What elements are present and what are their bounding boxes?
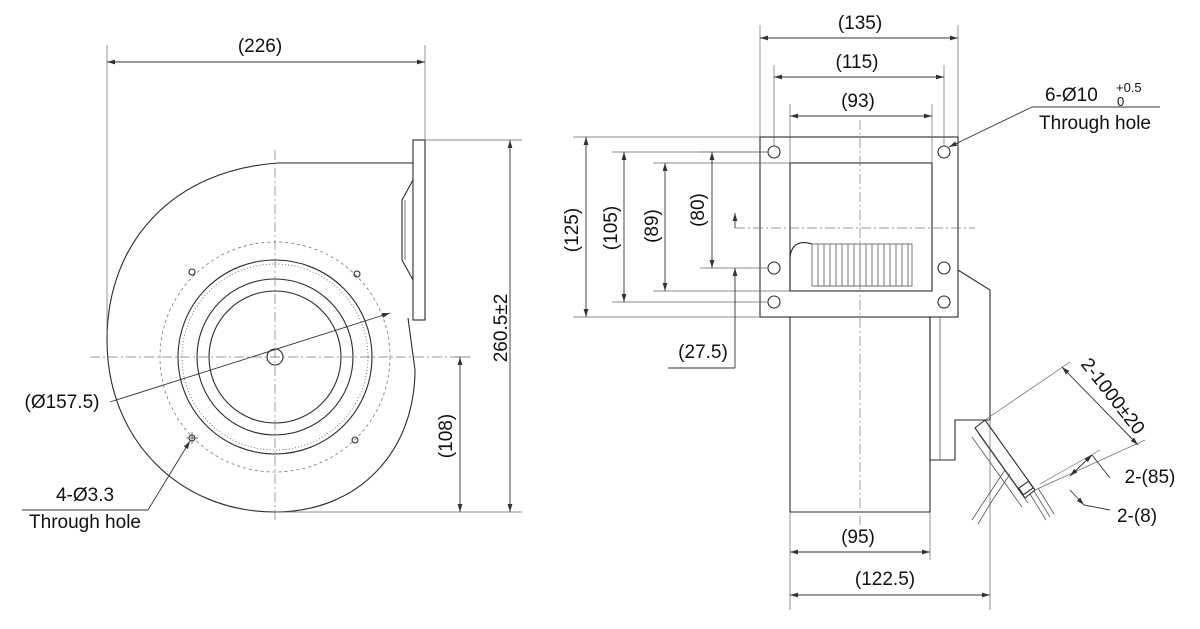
dim-lead-tip-label: 2-(8): [1117, 506, 1157, 527]
mount-hole-2: [353, 270, 361, 278]
dim-diameter-label: (Ø157.5): [25, 392, 100, 413]
motor-box: [929, 269, 991, 461]
flange-hole-tol-lower: 0: [1117, 94, 1124, 109]
lead-wires: [971, 419, 1055, 525]
dim-lead-strip-label: 2-(85): [1125, 467, 1176, 488]
dim-height-holes-label: (105): [601, 206, 622, 250]
dim-overall-depth-label: (122.5): [855, 569, 915, 590]
dim-width-holes-label: (115): [836, 52, 879, 73]
front-view: (226) 260.5±2 (108) (Ø157.5) 4-Ø3.3 Thro…: [22, 36, 522, 533]
dim-center-height-label: (108): [436, 414, 457, 458]
flange-hole-tol-upper: +0.5: [1116, 80, 1142, 95]
dim-height-opening-label: (89): [642, 209, 663, 243]
diameter-leader: [109, 312, 391, 403]
mount-hole-qty-label: 4-Ø3.3: [56, 485, 114, 506]
mount-hole-3: [351, 436, 359, 444]
flange-hole-note-label: Through hole: [1039, 113, 1151, 134]
dim-height-label: 260.5±2: [491, 294, 512, 363]
dim-height-inner-label: (80): [688, 193, 709, 227]
flange-plate: [759, 136, 959, 318]
impeller-blades: [811, 243, 913, 287]
dim-width-inner-label: (93): [841, 91, 875, 112]
mount-hole-note-label: Through hole: [29, 512, 141, 533]
outlet-flange: [412, 139, 426, 321]
flange-opening: [789, 162, 933, 292]
side-view: (135) (115) (93) 6-Ø10 +0.5 0 Through ho…: [562, 13, 1175, 610]
dim-height-outer-label: (125): [562, 208, 583, 252]
dim-lead-length-label: 2-1000±20: [1076, 354, 1148, 438]
dim-width-label: (226): [238, 36, 282, 57]
mount-hole-1: [188, 268, 196, 276]
scroll-housing: [106, 162, 416, 513]
mount-hole-leader: [147, 440, 191, 511]
dim-offset-label: (27.5): [678, 342, 728, 363]
outlet-taper: [401, 179, 414, 281]
flange-holes: [767, 145, 951, 309]
flange-hole-qty-label: 6-Ø10: [1045, 85, 1098, 106]
dim-width-outer-label: (135): [838, 13, 882, 34]
dim-body-width-label: (95): [841, 527, 875, 548]
